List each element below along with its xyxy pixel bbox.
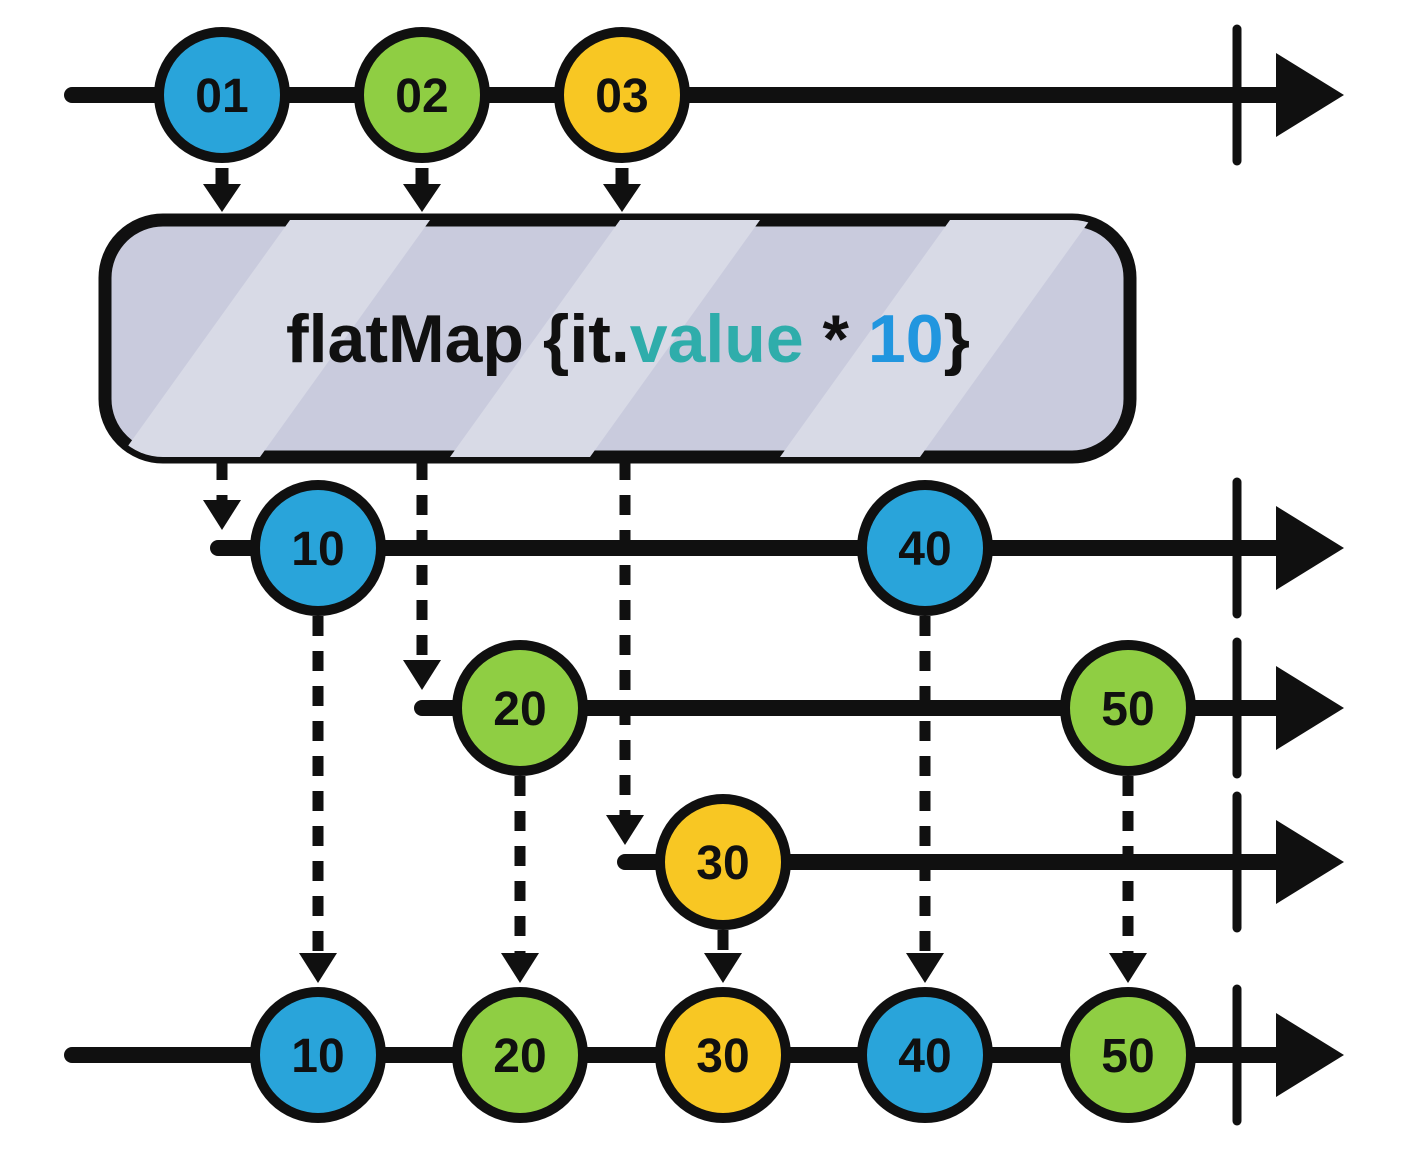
operator-label: flatMap {it.value * 10}: [286, 301, 970, 377]
marble-source-01: 01: [154, 27, 290, 163]
marble-inner-second-20: 20: [452, 640, 588, 776]
operator-label-segment: 10: [868, 301, 944, 377]
marble-source-03: 03: [554, 27, 690, 163]
timeline-inner-third: 30: [617, 791, 1344, 933]
marble-circle: [857, 987, 993, 1123]
marble-label: 10: [291, 1030, 344, 1083]
marble-label: 03: [595, 70, 648, 123]
marble-circle: [1060, 987, 1196, 1123]
arrowhead-icon: [704, 953, 742, 983]
marble-output-50: 50: [1060, 987, 1196, 1123]
marble-output-20: 20: [452, 987, 588, 1123]
marble-circle: [655, 794, 791, 930]
marble-circle: [354, 27, 490, 163]
timeline-source: 01 02 03: [64, 24, 1344, 166]
timeline-arrowhead-icon: [1276, 53, 1344, 137]
expansion-arrow: [203, 460, 241, 530]
operator-box-stripes: [120, 220, 1090, 457]
marble-inner-third-30: 30: [655, 794, 791, 930]
stripe: [450, 220, 760, 457]
marble-label: 50: [1101, 683, 1154, 736]
arrowhead-icon: [203, 500, 241, 530]
marble-output-30: 30: [655, 987, 791, 1123]
marble-label: 40: [898, 1030, 951, 1083]
emission-arrow: [203, 168, 241, 212]
timeline-inner-first: 10 40: [210, 477, 1344, 619]
dashed-arrows-layer: [203, 460, 1147, 983]
timeline-arrowhead-icon: [1276, 666, 1344, 750]
stripe: [780, 220, 1090, 457]
marble-output-40: 40: [857, 987, 993, 1123]
arrowhead-icon: [606, 815, 644, 845]
arrowhead-icon: [501, 953, 539, 983]
merge-arrow: [704, 930, 742, 983]
merge-arrow: [1109, 776, 1147, 983]
marble-source-02: 02: [354, 27, 490, 163]
marble-label: 30: [696, 837, 749, 890]
arrowhead-icon: [299, 953, 337, 983]
operator-box: flatMap {it.value * 10}: [98, 213, 1137, 464]
marble-label: 20: [493, 683, 546, 736]
timeline-output: 10 20 30 40 50: [64, 984, 1344, 1126]
arrowhead-icon: [906, 953, 944, 983]
marble-label: 10: [291, 523, 344, 576]
merge-arrow: [906, 616, 944, 983]
marble-output-10: 10: [250, 987, 386, 1123]
marble-circle: [250, 480, 386, 616]
operator-label-segment: *: [804, 301, 868, 377]
merge-arrow: [501, 776, 539, 983]
operator-label-segment: flatMap {it.: [286, 301, 630, 377]
marble-circle: [452, 987, 588, 1123]
marble-circle: [1060, 640, 1196, 776]
marble-circle: [250, 987, 386, 1123]
timeline-arrowhead-icon: [1276, 506, 1344, 590]
marble-inner-first-40: 40: [857, 480, 993, 616]
marble-circle: [154, 27, 290, 163]
timeline-arrowhead-icon: [1276, 1013, 1344, 1097]
expansion-arrow: [606, 460, 644, 845]
marble-label: 40: [898, 523, 951, 576]
expansion-arrow: [403, 460, 441, 690]
timeline-arrowhead-icon: [1276, 820, 1344, 904]
marble-circle: [452, 640, 588, 776]
arrowhead-icon: [603, 184, 641, 212]
arrowhead-icon: [1109, 953, 1147, 983]
arrowhead-icon: [403, 660, 441, 690]
emission-arrow: [603, 168, 641, 212]
stripe: [120, 220, 430, 457]
arrowhead-icon: [203, 184, 241, 212]
marble-circle: [857, 480, 993, 616]
marble-inner-second-50: 50: [1060, 640, 1196, 776]
marble-label: 01: [195, 70, 248, 123]
operator-label-segment: value: [630, 301, 804, 377]
merge-arrow: [299, 616, 337, 983]
emission-arrow: [403, 168, 441, 212]
operator-label-segment: }: [944, 301, 970, 377]
marble-label: 30: [696, 1030, 749, 1083]
arrowhead-icon: [403, 184, 441, 212]
marble-circle: [554, 27, 690, 163]
marble-label: 20: [493, 1030, 546, 1083]
marble-circle: [655, 987, 791, 1123]
marble-inner-first-10: 10: [250, 480, 386, 616]
marble-label: 02: [395, 70, 448, 123]
marble-label: 50: [1101, 1030, 1154, 1083]
